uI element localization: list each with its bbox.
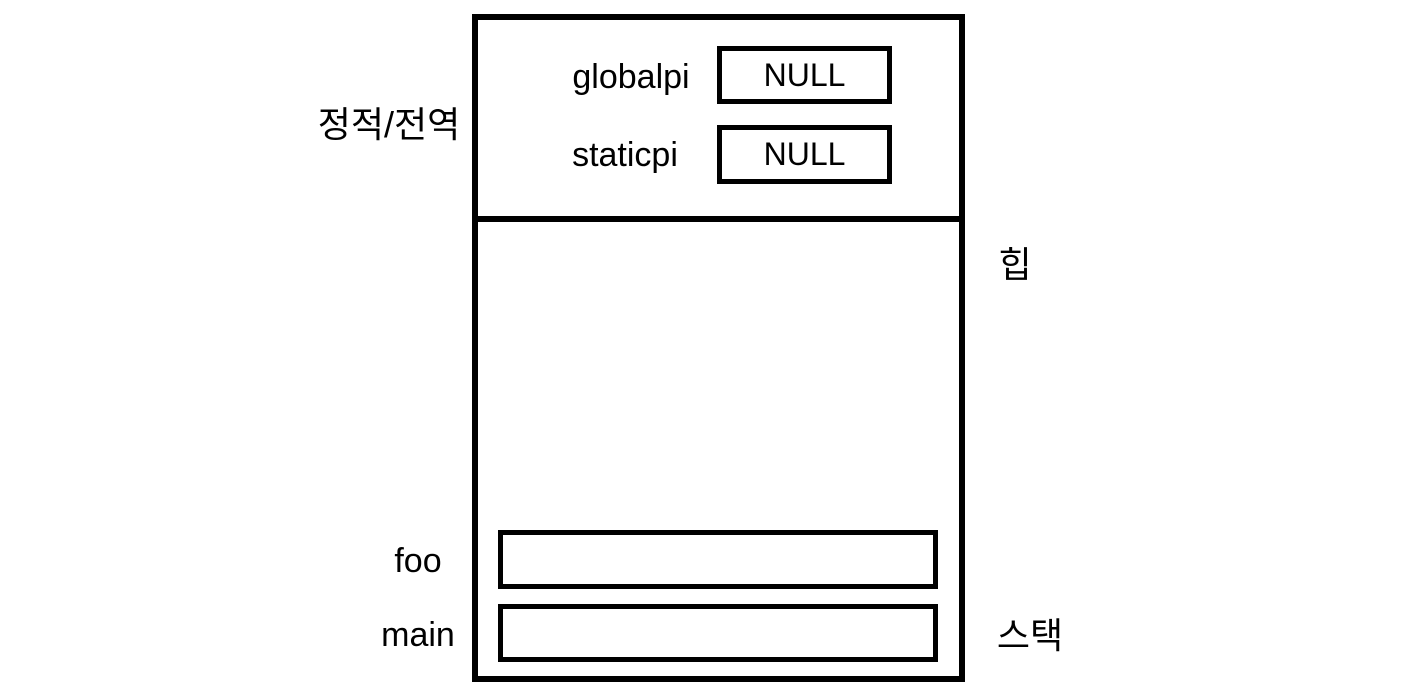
stack-frame-box-main — [498, 604, 938, 662]
variable-name-globalpi: globalpi — [572, 58, 690, 96]
variable-name-staticpi: staticpi — [572, 136, 678, 174]
heap-section-label: 힙 — [998, 244, 1032, 285]
stack-frame-name-main: main — [381, 616, 455, 654]
stack-frame-name-foo: foo — [394, 542, 442, 580]
variable-value-box-staticpi: NULL — [717, 125, 892, 184]
stack-frame-box-foo — [498, 530, 938, 589]
static-global-section-label: 정적/전역 — [317, 104, 461, 145]
variable-value-staticpi: NULL — [763, 136, 846, 172]
variable-value-box-globalpi: NULL — [717, 46, 892, 104]
variable-value-globalpi: NULL — [763, 56, 846, 93]
static-heap-divider — [472, 216, 965, 222]
stack-section-label: 스택 — [996, 615, 1064, 656]
